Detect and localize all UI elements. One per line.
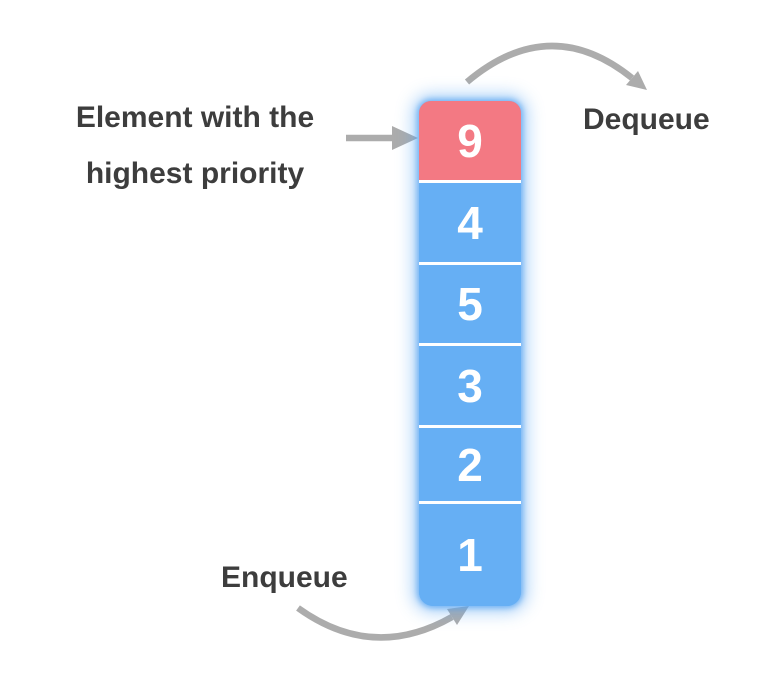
- queue-cell-highest-priority: 9: [419, 101, 521, 180]
- queue-cell: 2: [419, 425, 521, 501]
- arrow-right-icon: [346, 126, 418, 150]
- enqueue-curved-arrow-icon: [296, 605, 469, 641]
- queue-cell: 1: [419, 501, 521, 606]
- highest-priority-label-line2: highest priority: [85, 157, 305, 190]
- highest-priority-label-line1: Element with the: [75, 101, 315, 134]
- queue-cell-value: 4: [457, 196, 483, 249]
- highest-priority-label: Element with the highest priority: [45, 90, 345, 202]
- enqueue-label: Enqueue: [221, 561, 348, 594]
- queue-cell-value: 1: [457, 529, 483, 581]
- queue-cell-value: 2: [457, 438, 483, 491]
- dequeue-curved-arrow-icon: [464, 42, 647, 90]
- queue-cell: 5: [419, 262, 521, 343]
- queue-cell-value: 3: [457, 359, 483, 412]
- queue-cell-value: 9: [457, 114, 483, 167]
- queue-cell-value: 5: [457, 278, 483, 330]
- queue-cell: 3: [419, 343, 521, 425]
- queue-cell: 4: [419, 180, 521, 262]
- dequeue-label: Dequeue: [583, 103, 710, 136]
- priority-queue: 9 4 5 3 2 1: [419, 101, 521, 606]
